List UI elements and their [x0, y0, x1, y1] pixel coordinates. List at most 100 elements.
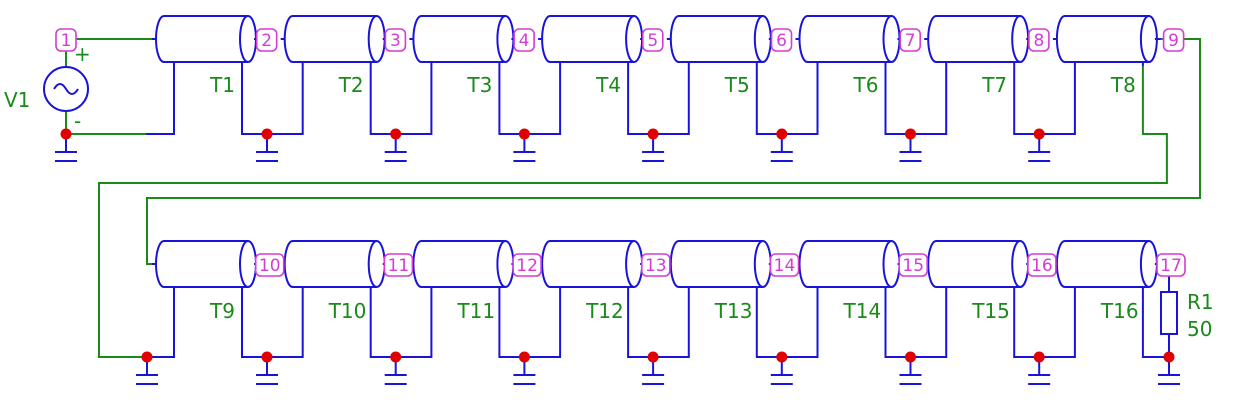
junction-dot — [647, 351, 659, 363]
line-label: T7 — [981, 73, 1007, 97]
coax-end-arc — [753, 15, 764, 63]
node-label: 6 — [770, 28, 793, 52]
junction-dot — [518, 128, 530, 140]
coax-transmission-line — [795, 240, 904, 291]
coax-transmission-line — [666, 15, 775, 66]
coax-transmission-line — [1052, 15, 1161, 66]
line-label: T12 — [585, 299, 624, 323]
line-label: T3 — [466, 73, 492, 97]
node-label: 15 — [898, 253, 929, 277]
coax-transmission-line — [666, 240, 775, 291]
node-label: 4 — [513, 28, 535, 52]
node-label: 8 — [1028, 28, 1050, 52]
line-label: T15 — [971, 299, 1010, 323]
node-label-box — [513, 28, 535, 52]
node-label-text: 5 — [647, 31, 658, 51]
node-label: 11 — [383, 253, 414, 277]
coax-end-arc — [367, 15, 377, 63]
junction-dot — [776, 128, 788, 140]
coax-end-arc — [239, 15, 249, 63]
line-label: T8 — [1110, 73, 1136, 97]
coax-end-arc — [496, 15, 506, 63]
shield-wire — [755, 66, 819, 135]
shield-wire — [146, 291, 175, 358]
coax-transmission-line — [409, 15, 518, 66]
node-label-text: 2 — [261, 31, 272, 51]
node-label: 1 — [55, 28, 77, 52]
shield-wire — [241, 66, 304, 135]
node-label-text: 4 — [519, 31, 530, 51]
junction-dot — [1033, 128, 1045, 140]
shield-wire — [627, 66, 690, 135]
node-label-box — [255, 28, 278, 52]
node-label-box — [898, 253, 929, 277]
junction-dot — [776, 351, 788, 363]
shield-wire — [884, 66, 948, 135]
node-label: 9 — [1162, 28, 1185, 52]
coax-transmission-line — [280, 240, 389, 291]
shield-wire — [1141, 291, 1169, 358]
node-label-text: 14 — [774, 256, 796, 276]
junction-dot — [60, 128, 72, 140]
line-label: T11 — [456, 299, 495, 323]
junction-dot — [141, 351, 153, 363]
coax-end-arc — [625, 240, 635, 288]
coax-end-arc — [882, 15, 892, 63]
node-label-box — [641, 28, 664, 52]
junction-dot — [1163, 351, 1175, 363]
coax-transmission-line — [152, 240, 260, 291]
junction-dot — [390, 128, 402, 140]
crossover-ground-wire — [98, 66, 1168, 358]
shield-wire — [884, 291, 948, 358]
junction-dot — [1033, 351, 1045, 363]
node-label: 3 — [384, 28, 407, 52]
node-label-text: 17 — [1160, 256, 1182, 276]
resistor-name-label: R1 — [1187, 290, 1214, 314]
coax-end-arc — [753, 240, 764, 288]
node-label: 7 — [899, 28, 922, 52]
coax-end-arc — [1011, 240, 1021, 288]
node-label-text: 8 — [1033, 31, 1044, 51]
shield-wire — [1013, 66, 1076, 135]
resistor-value-label: 50 — [1187, 317, 1212, 341]
line-label: T6 — [853, 73, 879, 97]
line-label: T10 — [328, 299, 367, 323]
source-minus-sign: - — [74, 109, 81, 133]
coax-transmission-line — [538, 240, 647, 291]
source-plus-sign: + — [74, 42, 91, 66]
row-link-wire — [146, 38, 1201, 265]
line-label: T9 — [209, 299, 235, 323]
sine-wave-icon — [53, 83, 79, 95]
node-label-text: 1 — [61, 31, 72, 51]
coax-transmission-line — [152, 15, 260, 66]
node-label-text: 12 — [516, 256, 538, 276]
node-label-text: 15 — [902, 256, 924, 276]
voltage-source-circle — [43, 66, 89, 112]
junction-dot — [261, 128, 273, 140]
node-label-box — [1027, 253, 1057, 277]
resistor-body — [1160, 291, 1178, 335]
shield-wire — [146, 66, 175, 135]
node-label-box — [384, 28, 407, 52]
node-label: 5 — [641, 28, 664, 52]
shield-wire — [1013, 291, 1076, 358]
coax-end-arc — [367, 240, 377, 288]
shield-wire — [627, 291, 690, 358]
node-label-box — [512, 253, 542, 277]
line-label: T5 — [724, 73, 750, 97]
line-label: T13 — [714, 299, 753, 323]
node-label-text: 10 — [259, 256, 281, 276]
junction-dot — [905, 128, 916, 140]
line-label: T4 — [595, 73, 621, 97]
coax-transmission-line — [280, 15, 389, 66]
node-label: 14 — [769, 253, 800, 277]
node-label-box — [1028, 28, 1050, 52]
node-label-text: 7 — [905, 31, 916, 51]
junctions-layer — [60, 128, 1175, 363]
coax-end-arc — [625, 15, 635, 63]
shield-wire — [498, 66, 562, 135]
node-label-box — [769, 253, 800, 277]
node-label-text: 11 — [388, 256, 410, 276]
